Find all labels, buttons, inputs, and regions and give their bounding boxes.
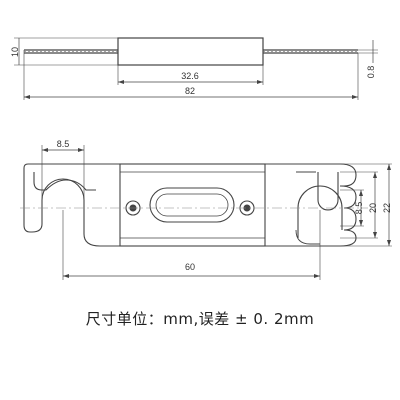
dim-outer-width: 22 xyxy=(382,203,392,213)
right-terminal-slot xyxy=(300,194,332,246)
fuse-body-side xyxy=(117,37,264,66)
units-tolerance-note: 尺寸单位：mm,误差 ± 0. 2mm xyxy=(85,310,315,328)
dim-top-thickness: 10 xyxy=(10,47,20,57)
viewing-window-outer xyxy=(149,187,235,223)
side-view xyxy=(14,37,378,100)
right-slot-main xyxy=(297,185,343,238)
fuse-body-front xyxy=(119,163,266,247)
dim-hole-spacing: 60 xyxy=(185,262,195,272)
arrowheads xyxy=(24,80,391,278)
left-terminal-outline xyxy=(23,163,120,247)
right-lead-strip xyxy=(263,49,358,54)
right-slot-curve xyxy=(317,172,339,211)
dim-slot-width-right: 8.5 xyxy=(354,202,364,215)
dim-slot-width: 8.5 xyxy=(57,139,70,149)
left-hook-inner xyxy=(33,172,96,191)
front-view xyxy=(20,145,392,280)
left-lead-strip xyxy=(24,49,118,54)
right-slot-outer xyxy=(295,171,320,245)
viewing-window-inner xyxy=(155,193,229,217)
dim-inner-width: 20 xyxy=(368,203,378,213)
dim-total-length: 82 xyxy=(185,86,195,96)
dim-lead-thickness: 0.8 xyxy=(366,66,376,79)
dim-body-length: 32.6 xyxy=(181,71,199,81)
right-slot-u xyxy=(316,164,340,244)
mounting-hole-left xyxy=(125,200,141,216)
